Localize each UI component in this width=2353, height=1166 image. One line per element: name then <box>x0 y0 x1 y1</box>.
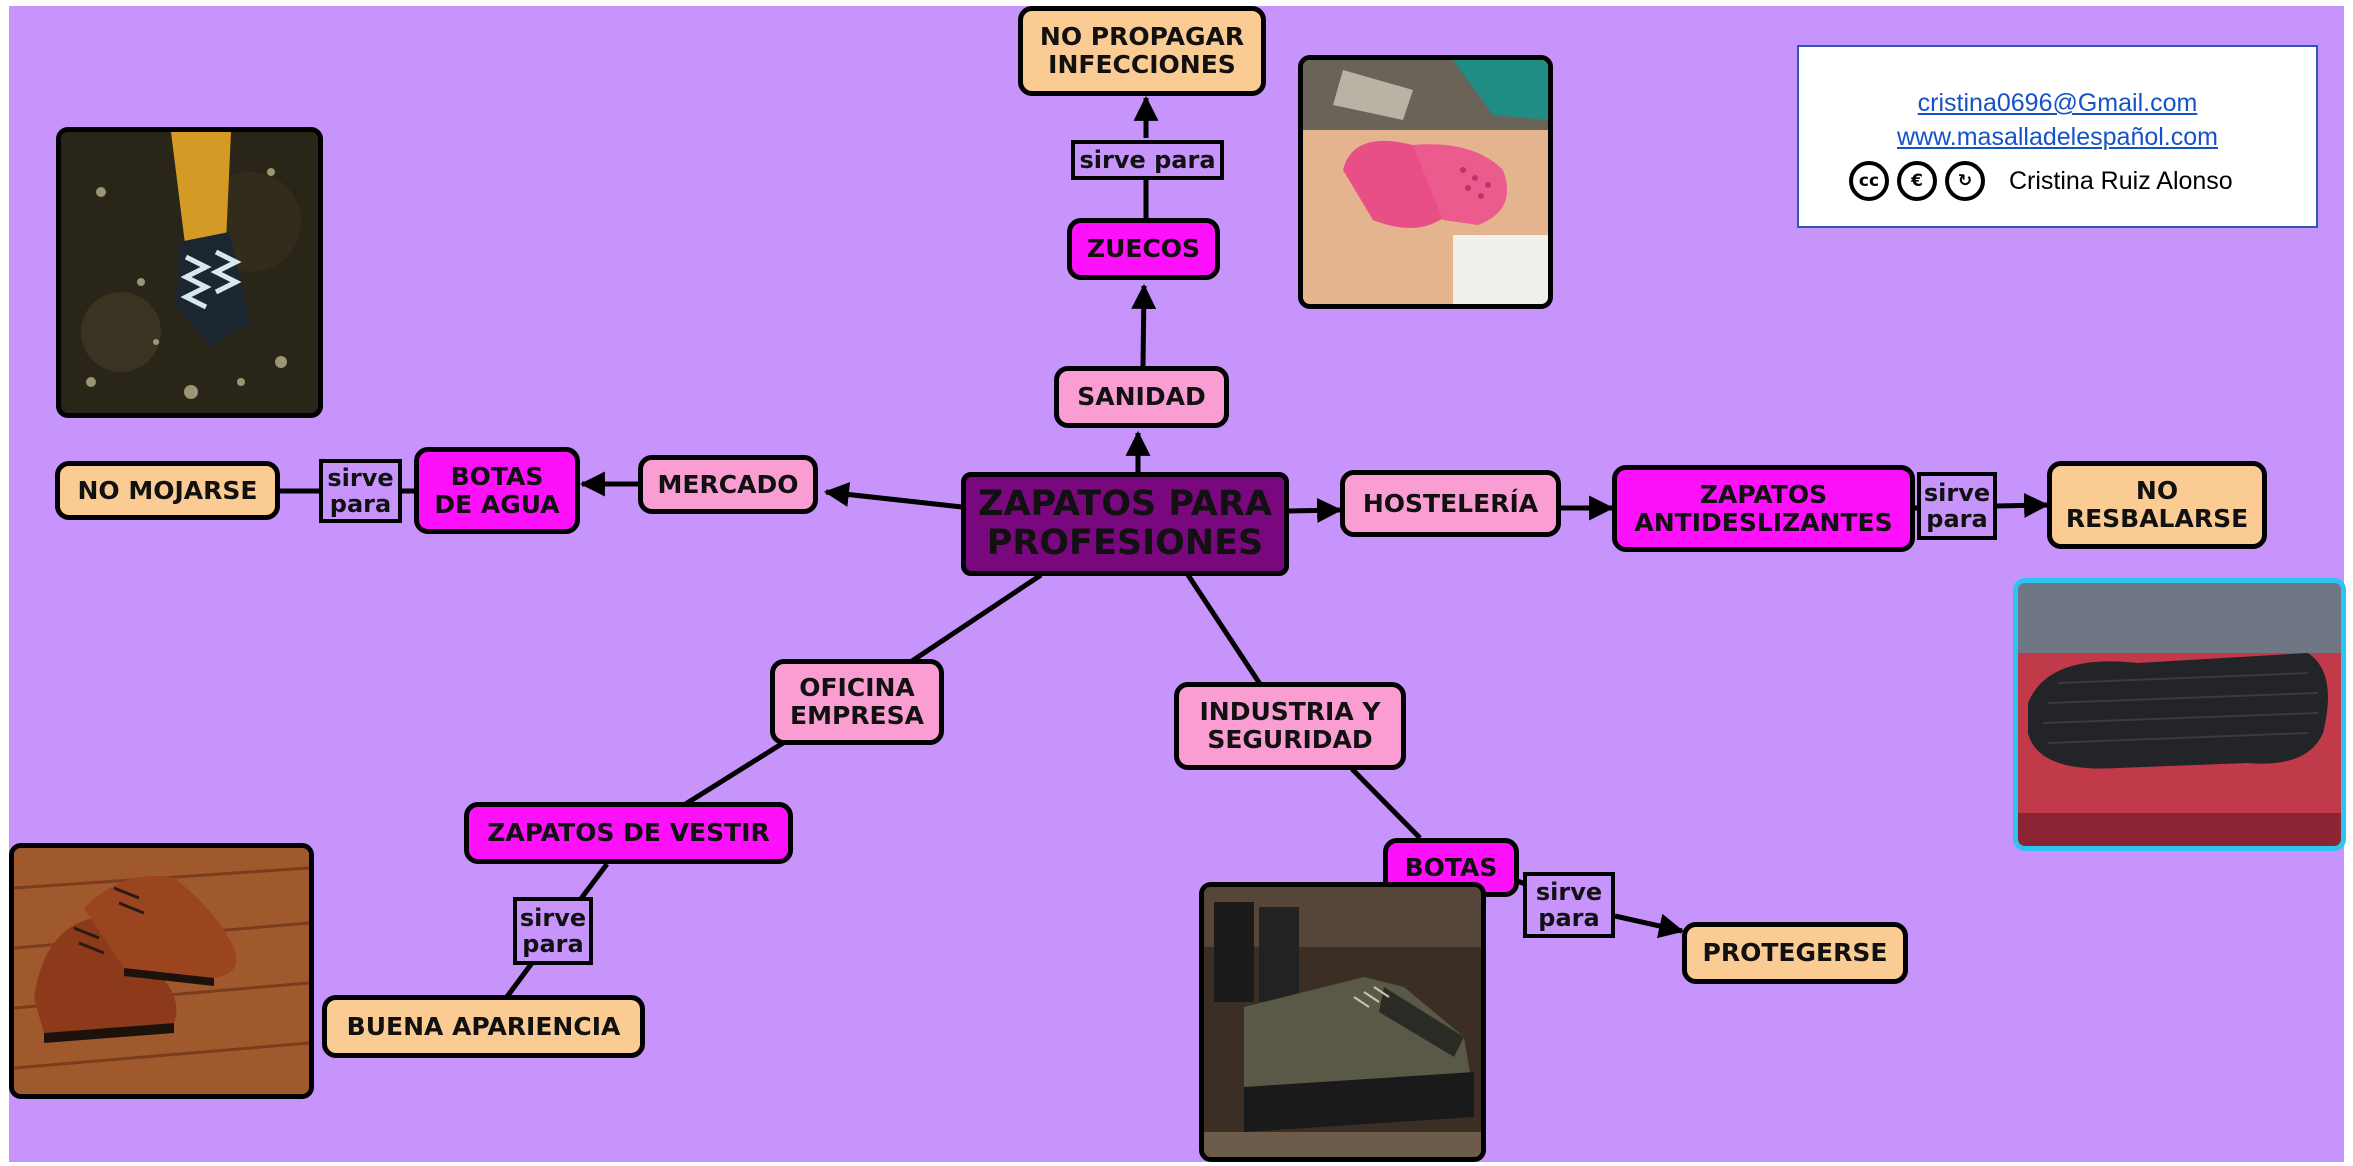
website-link[interactable]: www.masalladelespañol.com <box>1897 123 2218 151</box>
edge-root-industria <box>1185 573 1263 686</box>
edge-oficina-vestir <box>682 740 785 808</box>
author-name: Cristina Ruiz Alonso <box>2009 166 2233 195</box>
edge-root-oficina <box>910 572 1043 664</box>
photo-rain-boots-splash <box>56 127 323 418</box>
node-protegerse: PROTEGERSE <box>1682 922 1908 984</box>
photo-safety-boots <box>1199 882 1486 1162</box>
photo-pink-clogs <box>1298 55 1553 309</box>
share-alike-icon: ↻ <box>1945 161 1985 201</box>
edge-sanidad-zuecos <box>1131 283 1157 367</box>
edge-label-buena-apariencia <box>503 961 535 1000</box>
edge-label-protegerse <box>1614 913 1685 939</box>
edge-vestir-label <box>578 862 609 902</box>
node-hosteleria: HOSTELERÍA <box>1340 470 1561 537</box>
node-industria-y-seguridad: INDUSTRIA Y SEGURIDAD <box>1174 682 1406 770</box>
non-commercial-icon: € <box>1897 161 1937 201</box>
edge-root-hosteleria <box>1287 497 1343 523</box>
link-label-botas-agua: sirve para <box>319 459 402 523</box>
node-botas-de-agua: BOTAS DE AGUA <box>414 447 580 534</box>
edge-industria-botas <box>1350 767 1422 840</box>
link-label-vestir: sirve para <box>513 897 593 965</box>
node-no-mojarse: NO MOJARSE <box>55 461 280 520</box>
edge-label-no-resbalarse <box>1996 492 2050 518</box>
node-zapatos-antideslizantes: ZAPATOS ANTIDESLIZANTES <box>1612 465 1915 552</box>
link-label-zuecos: sirve para <box>1071 140 1224 180</box>
photo-shoe-sole <box>2013 578 2346 851</box>
node-no-resbalarse: NO RESBALARSE <box>2047 461 2267 549</box>
email-link[interactable]: cristina0696@Gmail.com <box>1917 89 2198 117</box>
photo-brown-dress-shoes <box>9 843 314 1099</box>
root-node: ZAPATOS PARA PROFESIONES <box>961 472 1289 576</box>
node-no-propagar-infecciones: NO PROPAGAR INFECCIONES <box>1018 6 1266 96</box>
node-mercado: MERCADO <box>638 455 818 514</box>
node-zapatos-de-vestir: ZAPATOS DE VESTIR <box>464 802 793 864</box>
node-oficina-empresa: OFICINA EMPRESA <box>770 659 944 745</box>
cc-icon: cc <box>1849 161 1889 201</box>
node-buena-apariencia: BUENA APARIENCIA <box>322 995 645 1058</box>
credits-box: cristina0696@Gmail.com www.masalladelesp… <box>1797 45 2318 228</box>
license-row: cc € ↻ Cristina Ruiz Alonso <box>1849 161 2233 201</box>
link-label-antideslizantes: sirve para <box>1917 472 1997 540</box>
node-sanidad: SANIDAD <box>1054 366 1229 428</box>
edge-root-mercado <box>823 482 963 510</box>
link-label-botas: sirve para <box>1523 872 1615 938</box>
node-zuecos: ZUECOS <box>1067 218 1220 280</box>
